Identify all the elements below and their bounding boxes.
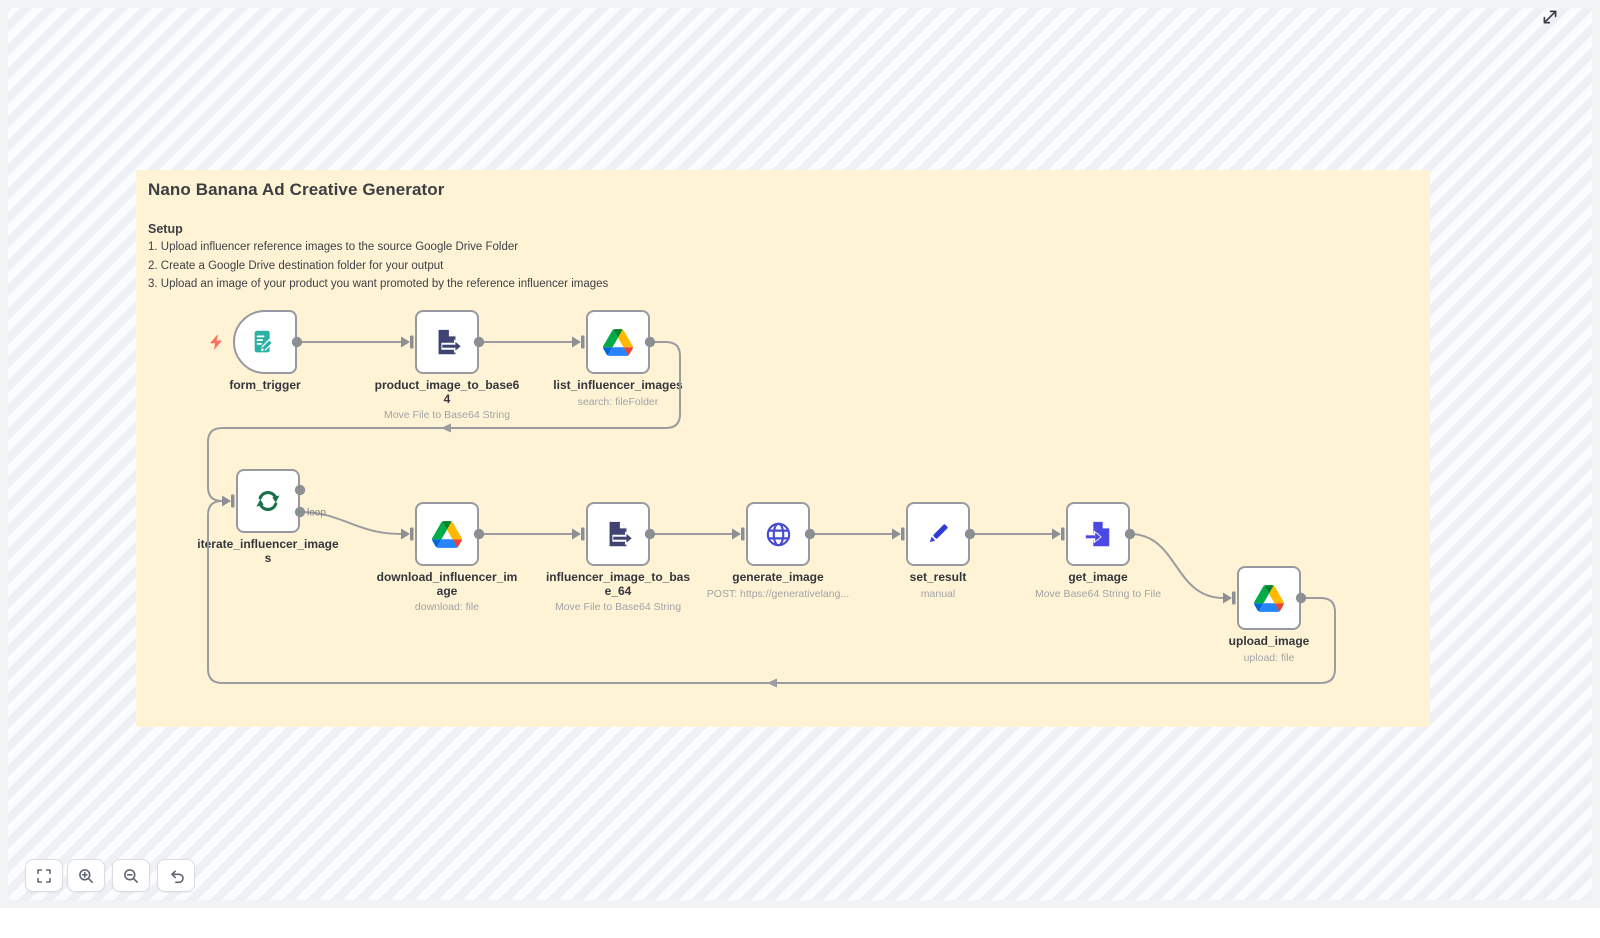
extract-from-file-icon xyxy=(438,329,462,355)
zoom-in-icon xyxy=(79,868,93,883)
expand-canvas-button[interactable] xyxy=(1540,8,1560,28)
google-drive-icon xyxy=(432,520,462,548)
node-upload-image[interactable] xyxy=(1237,566,1301,630)
zoom-in-button[interactable] xyxy=(67,859,105,892)
node-label-set-result: set_result manual xyxy=(909,570,967,600)
node-label-product-image-to-base64: product_image_to_base6 4 Move File to Ba… xyxy=(374,378,520,421)
extract-from-file-icon xyxy=(609,521,633,547)
node-label-download-influencer-image: download_influencer_im age download: fil… xyxy=(376,570,518,613)
sticky-title: Nano Banana Ad Creative Generator xyxy=(148,180,445,199)
node-label-generate-image: generate_image POST: https://generativel… xyxy=(706,570,850,600)
zoom-out-icon xyxy=(124,868,138,883)
loop-over-items-icon xyxy=(256,491,280,511)
expand-diagonal-icon xyxy=(1543,10,1557,24)
node-iterate-influencer-images[interactable] xyxy=(236,469,300,533)
undo-icon xyxy=(171,869,184,883)
node-label-get-image: get_image Move Base64 String to File xyxy=(1034,570,1162,600)
convert-to-file-icon xyxy=(1084,521,1110,547)
form-trigger-icon xyxy=(254,330,275,353)
sticky-setup-heading: Setup xyxy=(148,222,183,236)
node-label-upload-image: upload_image upload: file xyxy=(1228,634,1310,664)
sticky-step-1: 1. Upload influencer reference images to… xyxy=(148,241,519,253)
node-get-image[interactable] xyxy=(1066,502,1130,566)
node-list-influencer-images[interactable] xyxy=(586,310,650,374)
undo-button[interactable] xyxy=(157,859,195,892)
trigger-bolt-icon xyxy=(210,334,222,350)
google-drive-icon xyxy=(1254,584,1284,612)
zoom-out-button[interactable] xyxy=(112,859,150,892)
google-drive-icon xyxy=(603,328,633,356)
edit-pencil-icon xyxy=(929,524,948,543)
fit-view-icon xyxy=(37,868,51,883)
node-download-influencer-image[interactable] xyxy=(415,502,479,566)
node-label-influencer-image-to-base-64: influencer_image_to_bas e_64 Move File t… xyxy=(545,570,691,613)
node-set-result[interactable] xyxy=(906,502,970,566)
sticky-step-2: 2. Create a Google Drive destination fol… xyxy=(148,259,444,272)
node-influencer-image-to-base-64[interactable] xyxy=(586,502,650,566)
sticky-step-3: 3. Upload an image of your product you w… xyxy=(148,278,609,290)
node-product-image-to-base64[interactable] xyxy=(415,310,479,374)
node-generate-image[interactable] xyxy=(746,502,810,566)
http-globe-icon xyxy=(766,522,790,546)
fit-view-button[interactable] xyxy=(25,859,63,892)
node-label-iterate-influencer-images: iterate_influencer_image s xyxy=(197,537,339,565)
node-form-trigger[interactable] xyxy=(233,310,297,374)
node-label-form-trigger: form_trigger xyxy=(229,378,301,392)
node-label-list-influencer-images: list_influencer_images search: fileFolde… xyxy=(553,378,683,408)
